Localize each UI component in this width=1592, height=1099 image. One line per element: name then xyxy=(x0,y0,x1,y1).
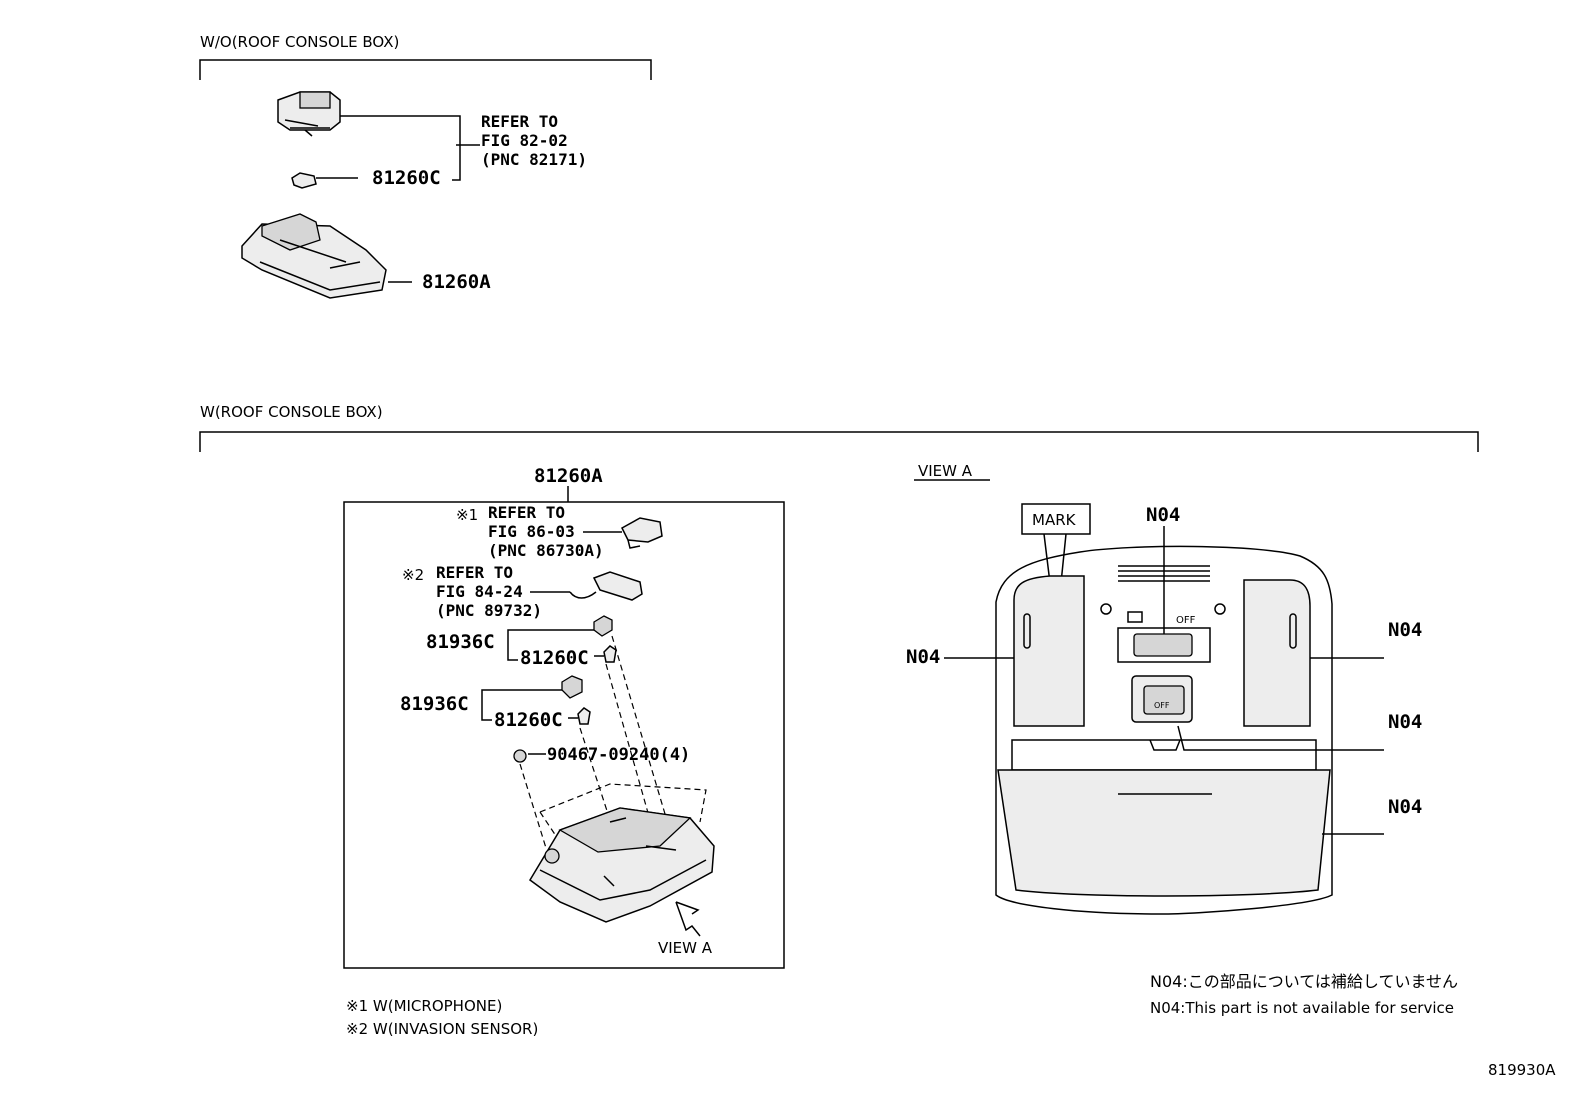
invasion-sensor-illustration xyxy=(569,571,643,601)
assembly-part-number: 81260A xyxy=(534,465,603,487)
top-refer-line1: REFER TO xyxy=(481,112,558,131)
view-a-title: VIEW A xyxy=(918,462,973,480)
ref2-mark: ※2 xyxy=(402,566,424,584)
sensor-switch xyxy=(1143,685,1185,715)
bulb1-part-number: 81260C xyxy=(520,647,589,669)
socket2-icon xyxy=(561,675,583,699)
bottom-section-title: W(ROOF CONSOLE BOX) xyxy=(200,403,383,421)
ref2-line1: REFER TO xyxy=(436,563,513,582)
bulb2-part-number: 81260C xyxy=(494,709,563,731)
callout-n04-right-2: N04 xyxy=(1388,711,1422,733)
roof-console-front-view: OFF OFF xyxy=(995,545,1333,915)
note-english: N04:This part is not available for servi… xyxy=(1150,999,1454,1017)
ref1-line1: REFER TO xyxy=(488,503,565,522)
top-section-title: W/O(ROOF CONSOLE BOX) xyxy=(200,33,399,51)
socket2-leader-line xyxy=(481,689,562,704)
view-a-arrow-label: VIEW A xyxy=(658,939,713,957)
dome-switch xyxy=(1133,633,1193,657)
top-refer-line3: (PNC 82171) xyxy=(481,150,587,169)
socket1-part-number: 81936C xyxy=(426,631,495,653)
ref2-line3: (PNC 89732) xyxy=(436,601,542,620)
left-lamp-lens xyxy=(1013,575,1085,727)
top-bulb-part-number: 81260C xyxy=(372,167,441,189)
roof-console-lamp-illustration xyxy=(529,807,715,923)
right-lamp-lens xyxy=(1243,579,1311,727)
callout-n04-left: N04 xyxy=(906,646,940,668)
assembly-box xyxy=(343,501,785,969)
bulb2-icon xyxy=(577,707,591,725)
screw-icon xyxy=(513,749,527,763)
bulb1-icon xyxy=(603,645,617,663)
view-a-arrow-icon xyxy=(675,901,701,937)
ref1-line2: FIG 86-03 xyxy=(488,522,575,541)
callout-n04-top: N04 xyxy=(1146,504,1180,526)
socket1-icon xyxy=(593,615,613,637)
footnote-2: ※2 W(INVASION SENSOR) xyxy=(346,1020,538,1038)
bulb-socket-illustration xyxy=(277,91,341,137)
socket2-part-number: 81936C xyxy=(400,693,469,715)
ref1-mark: ※1 xyxy=(456,506,478,524)
figure-id: 819930A xyxy=(1488,1061,1556,1079)
callout-n04-right-3: N04 xyxy=(1388,796,1422,818)
switch-off-label: OFF xyxy=(1176,615,1196,626)
mark-label-box xyxy=(1021,503,1091,535)
top-lamp-part-number: 81260A xyxy=(422,271,491,293)
top-section-bracket xyxy=(199,59,652,80)
bottom-section-bracket xyxy=(199,431,1479,452)
bulb2-bracket-line xyxy=(481,704,492,721)
refer-leader-line xyxy=(340,115,461,181)
footnote-1: ※1 W(MICROPHONE) xyxy=(346,997,502,1015)
ref1-line3: (PNC 86730A) xyxy=(488,541,604,560)
ref2-line2: FIG 84-24 xyxy=(436,582,523,601)
sunglass-box-lid xyxy=(997,769,1331,897)
bulb-icon xyxy=(291,172,317,189)
socket1-leader-line xyxy=(507,629,594,642)
screw-part-number: 90467-09240(4) xyxy=(547,745,690,765)
bulb1-bracket-line xyxy=(507,642,518,661)
note-japanese: N04:この部品については補給していません xyxy=(1150,972,1458,991)
sensor-switch-off-label: OFF xyxy=(1154,701,1170,710)
microphone-illustration xyxy=(621,517,663,549)
callout-n04-right-1: N04 xyxy=(1388,619,1422,641)
mark-label: MARK xyxy=(1032,511,1077,529)
callout-n04-right-2-leader xyxy=(1177,725,1384,751)
dome-lamp-illustration xyxy=(241,213,387,299)
top-refer-line2: FIG 82-02 xyxy=(481,131,568,150)
